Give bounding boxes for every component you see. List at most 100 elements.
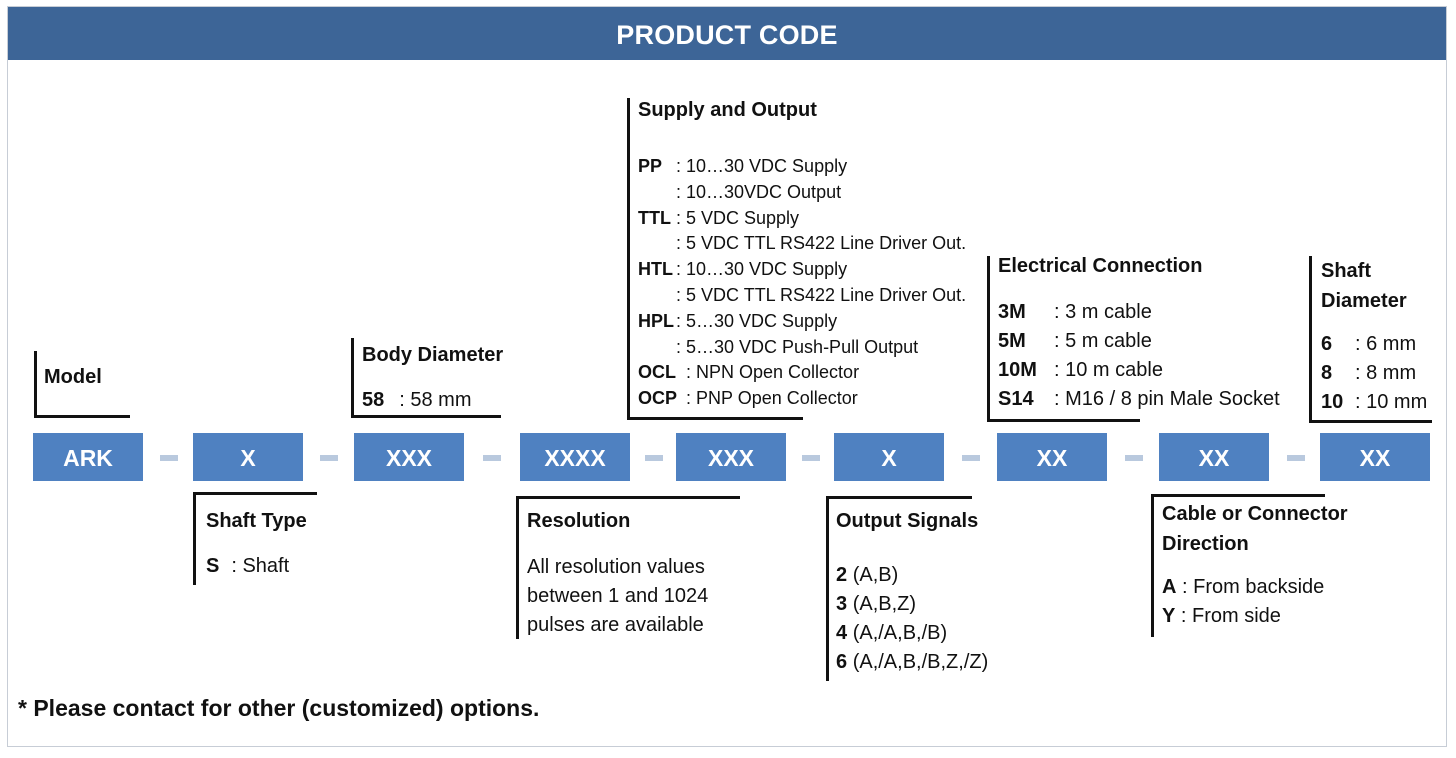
- option-code: 6: [836, 651, 848, 673]
- separator-dash: [160, 455, 178, 461]
- resolution-line: between 1 and 1024: [527, 585, 709, 607]
- footnote: * Please contact for other (customized) …: [18, 695, 540, 721]
- resolution-line: pulses are available: [527, 614, 704, 636]
- option-desc: : 5…30 VDC Supply: [676, 310, 838, 331]
- list-item: 6 (A,/A,B,/B,Z,/Z): [836, 648, 988, 677]
- list-item: 6: 6 mm: [1321, 330, 1427, 359]
- option-code: HTL: [638, 259, 673, 280]
- resolution-description: All resolution values between 1 and 1024…: [527, 553, 708, 640]
- cable-direction-list: A : From backside Y : From side: [1162, 573, 1324, 631]
- option-code: Y: [1162, 605, 1176, 627]
- option-desc: : 5 VDC TTL RS422 Line Driver Out.: [676, 233, 967, 254]
- option-code: A: [1162, 576, 1177, 598]
- list-item: 10: 10 mm: [1321, 388, 1427, 417]
- resolution-line: All resolution values: [527, 556, 705, 578]
- option-desc: (A,/A,B,/B,Z,/Z): [852, 651, 989, 673]
- shaft-diameter-label: Shaft Diameter: [1321, 256, 1407, 316]
- resolution-label: Resolution: [527, 510, 631, 532]
- shaft-type-label: Shaft Type: [206, 510, 307, 532]
- option-code: HPL: [638, 310, 674, 331]
- option-desc: : 10…30 VDC Supply: [676, 259, 848, 280]
- option-code: [638, 335, 676, 361]
- option-code: OCP: [638, 388, 678, 409]
- option-desc: : 5 VDC Supply: [676, 207, 800, 228]
- code-box-shaft-type: X: [193, 433, 303, 481]
- list-item: OCL : NPN Open Collector: [638, 360, 966, 386]
- option-code: 8: [1321, 362, 1333, 384]
- option-code: 10M: [998, 359, 1037, 381]
- option-desc: : Shaft: [231, 555, 290, 577]
- list-item: S14 : M16 / 8 pin Male Socket: [998, 385, 1280, 414]
- body-diameter-label: Body Diameter: [362, 344, 504, 366]
- option-desc: : 5 m cable: [1054, 330, 1152, 352]
- option-code: PP: [638, 156, 663, 176]
- label-line: Direction: [1162, 533, 1249, 555]
- option-desc: : 10…30VDC Output: [676, 181, 842, 202]
- list-item: 8 : 8 mm: [1321, 359, 1427, 388]
- code-box-output-signals: X: [834, 433, 944, 481]
- option-desc: (A,/A,B,/B): [852, 622, 948, 644]
- electrical-connection-label: Electrical Connection: [998, 255, 1203, 277]
- code-box-shaft-diameter: XX: [1320, 433, 1430, 481]
- page-title: PRODUCT CODE: [8, 7, 1446, 60]
- electrical-connection-bracket: [987, 256, 1140, 422]
- code-box-supply-output: XXX: [676, 433, 786, 481]
- separator-dash: [802, 455, 820, 461]
- output-signals-label: Output Signals: [836, 510, 979, 532]
- label-line: Cable or Connector: [1162, 503, 1348, 525]
- body-diameter-bracket: [351, 338, 501, 418]
- list-item: TTL: 5 VDC Supply: [638, 206, 966, 232]
- option-desc: : M16 / 8 pin Male Socket: [1054, 388, 1280, 410]
- option-code: [638, 231, 676, 257]
- option-code: [638, 180, 676, 206]
- option-desc: : NPN Open Collector: [686, 362, 860, 383]
- list-item: A : From backside: [1162, 573, 1324, 602]
- list-item: : 5…30 VDC Push-Pull Output: [638, 335, 966, 361]
- option-desc: : 10…30 VDC Supply: [676, 156, 848, 176]
- option-code: [638, 283, 676, 309]
- list-item: 3 (A,B,Z): [836, 590, 988, 619]
- list-item: Y : From side: [1162, 602, 1324, 631]
- option-code: TTL: [638, 207, 671, 228]
- option-desc: : 6 mm: [1355, 333, 1417, 355]
- option-desc: : 8 mm: [1355, 362, 1417, 384]
- separator-dash: [1125, 455, 1143, 461]
- cable-direction-label: Cable or Connector Direction: [1162, 499, 1348, 559]
- option-code: OCL: [638, 362, 676, 383]
- code-box-cable-direction: XX: [1159, 433, 1269, 481]
- list-item: 5M: 5 m cable: [998, 327, 1280, 356]
- option-code: 10: [1321, 391, 1344, 413]
- option-desc: : 58 mm: [399, 389, 472, 411]
- resolution-bracket: [516, 496, 740, 639]
- list-item: 2 (A,B): [836, 561, 988, 590]
- option-code: 2: [836, 564, 848, 586]
- option-code: S: [206, 555, 220, 577]
- option-desc: (A,B,Z): [852, 593, 917, 615]
- list-item: 3M: 3 m cable: [998, 298, 1280, 327]
- option-desc: : From backside: [1182, 576, 1325, 598]
- label-line: Shaft: [1321, 260, 1371, 282]
- code-box-body-diameter: XXX: [354, 433, 464, 481]
- shaft-diameter-list: 6: 6 mm 8 : 8 mm 10: 10 mm: [1321, 330, 1427, 417]
- list-item: : 10…30VDC Output: [638, 180, 966, 206]
- list-item: 4 (A,/A,B,/B): [836, 619, 988, 648]
- body-diameter-option: 58: 58 mm: [362, 387, 472, 413]
- list-item: 10M: 10 m cable: [998, 356, 1280, 385]
- separator-dash: [962, 455, 980, 461]
- shaft-diameter-bracket: [1309, 256, 1432, 423]
- option-code: 3M: [998, 301, 1026, 323]
- option-desc: : 5…30 VDC Push-Pull Output: [676, 336, 919, 357]
- option-code: 3: [836, 593, 848, 615]
- code-box-model: ARK: [33, 433, 143, 481]
- list-item: PP : 10…30 VDC Supply: [638, 154, 966, 180]
- option-desc: : From side: [1180, 605, 1281, 627]
- list-item: : 5 VDC TTL RS422 Line Driver Out.: [638, 283, 966, 309]
- option-code: S14: [998, 388, 1034, 410]
- page-frame: [7, 6, 1447, 747]
- label-line: Diameter: [1321, 290, 1407, 312]
- model-bracket: [34, 351, 130, 418]
- code-box-resolution: XXXX: [520, 433, 630, 481]
- separator-dash: [645, 455, 663, 461]
- list-item: HTL: 10…30 VDC Supply: [638, 257, 966, 283]
- code-box-electrical-connection: XX: [997, 433, 1107, 481]
